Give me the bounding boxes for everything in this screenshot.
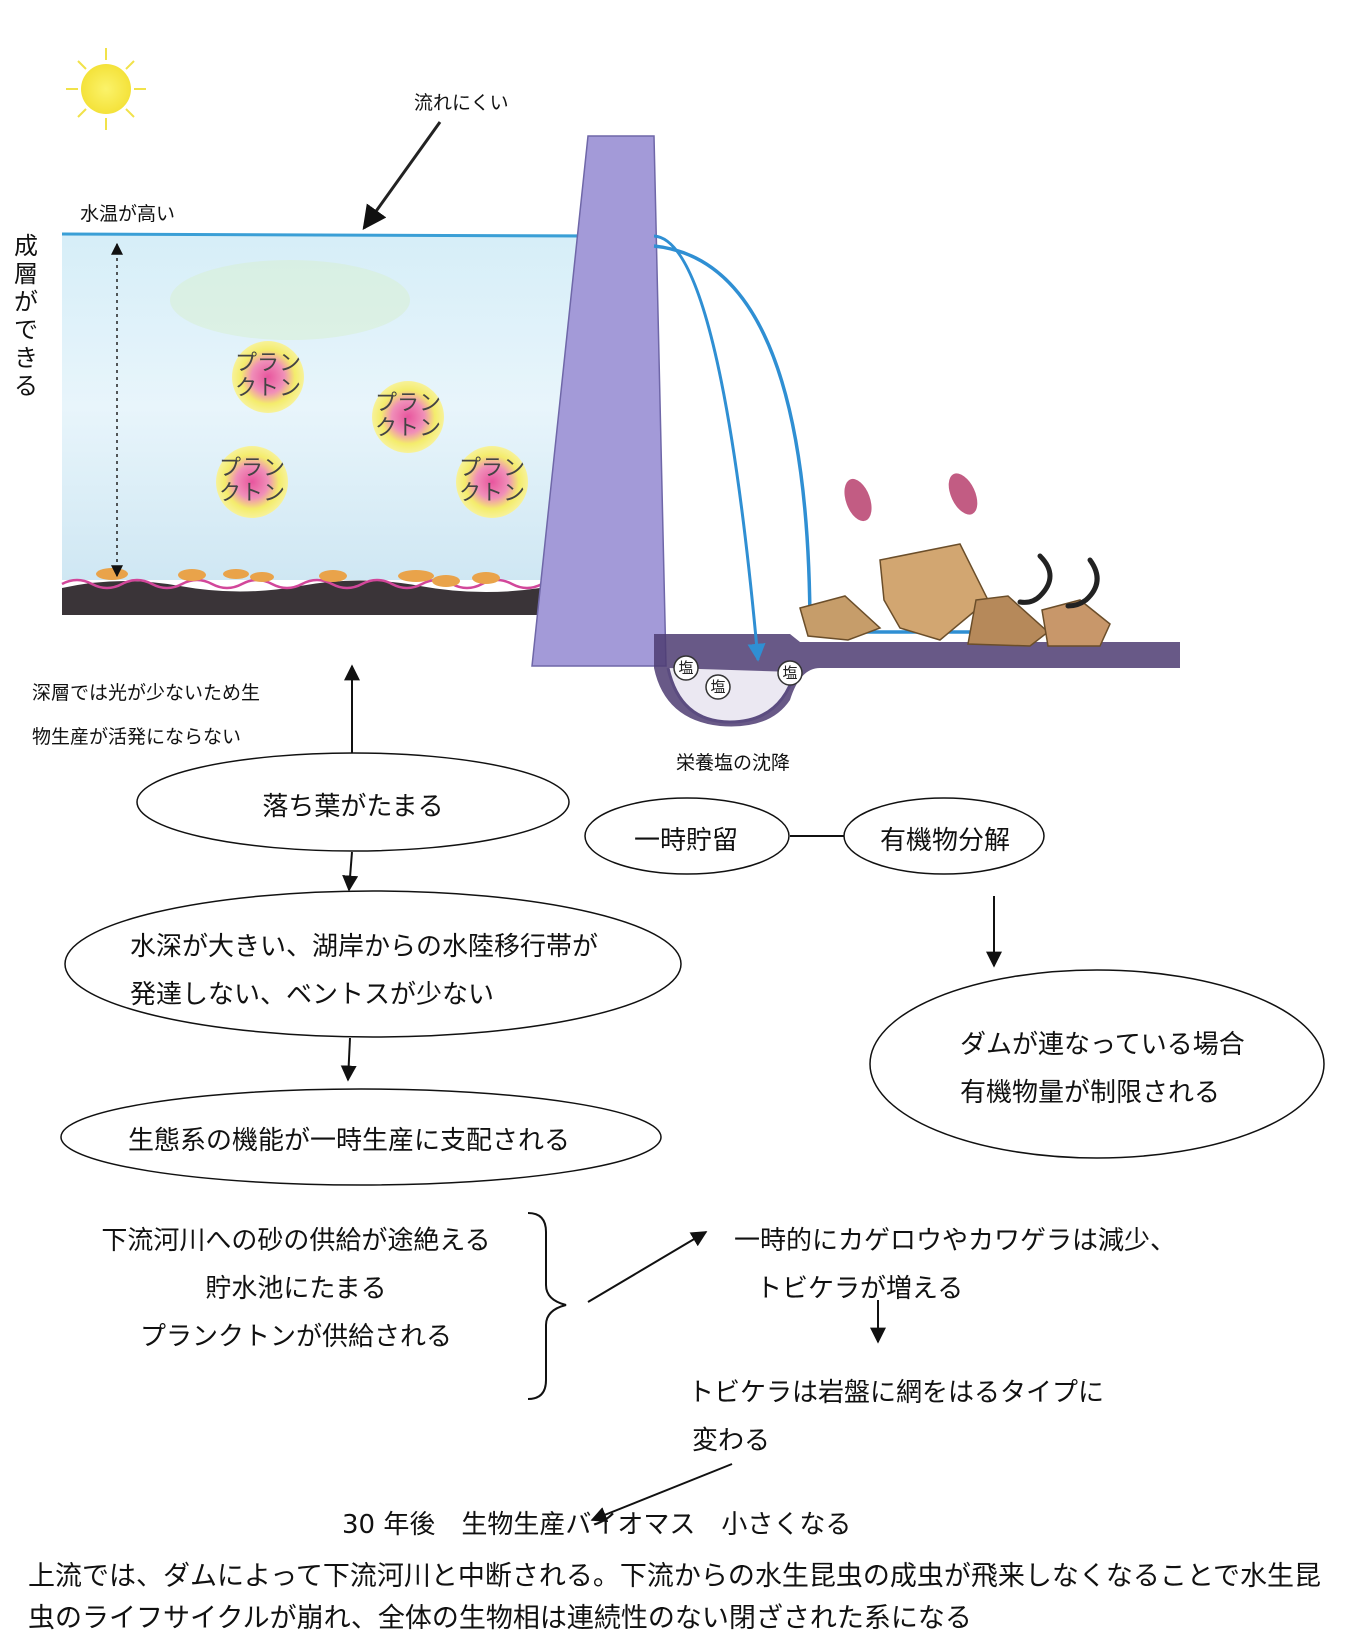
list-item: プランクトンが供給される [139,1322,452,1352]
plankton-icon: プラン クトン [232,341,304,413]
caddisfly-larva-icon [1017,553,1100,609]
node-decomp-ellipse [843,797,1045,875]
svg-text:プラン: プラン [375,391,441,416]
svg-text:プラン: プラン [459,456,525,481]
list-item: 下流河川への砂の供給が途絶える [101,1226,491,1256]
node-depth-text-line2: 発達しない、ベントスが少ない [130,980,495,1010]
node-dams-text-line2: 有機物量が制限される [960,1078,1221,1108]
nutrient-settle-label: 栄養塩の沈降 [676,752,791,774]
arrow-depth-to-ecosystem [340,1037,357,1082]
svg-text:塩: 塩 [710,678,725,696]
downstream-flow-arrow [653,244,1015,643]
list-brace [527,1212,567,1400]
svg-text:塩: 塩 [678,659,693,677]
insects-text-line1: 一時的にカゲロウやカワゲラは減少、 [734,1226,1177,1256]
flow-indicator-arrow [362,121,442,230]
sun-icon [66,48,146,130]
node-storage-text: 一時貯留 [633,826,738,856]
summary-paragraph: 上流では、ダムによって下流河川と中断される。下流からの水生昆虫の成虫が飛来しなく… [28,1561,1322,1634]
plankton-icon: プラン クトン [372,381,444,453]
stratification-label: 成 層 が で き る [14,232,38,400]
node-leaves-text: 落ち葉がたまる [262,792,444,822]
caddis-text-line1: トビケラは岩盤に網をはるタイプに [688,1378,1105,1408]
downstream-bed [654,634,1180,727]
svg-text:クトン: クトン [375,416,441,441]
water-temp-label: 水温が高い [80,203,176,225]
svg-text:プラン: プラン [219,456,285,481]
node-ecosystem-ellipse [60,1088,662,1186]
svg-text:クトン: クトン [459,481,525,506]
salt-markers: 塩 塩 塩 [673,655,803,700]
arrow-to-result [590,1463,733,1523]
reservoir-sediment [62,580,540,615]
insects-text-line2: トビケラが増える [756,1274,964,1304]
flow-slow-label: 流れにくい [414,92,509,114]
node-decomp-text: 有機物分解 [879,826,1010,856]
water-surface-line [61,232,583,238]
arrow-leaves-to-depth [342,851,359,892]
outflow-arrow [653,234,766,662]
node-leaves-ellipse [136,752,570,852]
node-depth-text-line1: 水深が大きい、湖岸からの水陸移行帯が [130,932,599,962]
svg-text:塩: 塩 [782,664,797,682]
svg-text:クトン: クトン [219,481,285,506]
deep-layer-label-line2: 物生産が活発にならない [32,726,242,748]
node-ecosystem-text: 生態系の機能が一時生産に支配される [128,1126,571,1156]
svg-text:プラン: プラン [235,351,301,376]
node-storage-ellipse [584,797,790,875]
plankton-icon: プラン クトン [456,446,528,518]
svg-text:クトン: クトン [235,376,301,401]
node-dams-ellipse [869,969,1325,1159]
arrow-to-insects [587,1231,708,1303]
node-depth-ellipse [64,890,682,1038]
river-rocks [799,543,1111,647]
result-text: 30 年後 生物生産バイオマス 小さくなる [342,1510,852,1540]
caddis-text-line2: 変わる [692,1426,771,1456]
list-item: 貯水池にたまる [205,1274,387,1304]
deep-layer-label-line1: 深層では光が少ないため生 [32,682,261,704]
nutrient-pool [666,667,797,724]
node-dams-text-line1: ダムが連なっている場合 [960,1030,1245,1060]
mayfly-icon [844,473,978,522]
plankton-icon: プラン クトン [216,446,288,518]
